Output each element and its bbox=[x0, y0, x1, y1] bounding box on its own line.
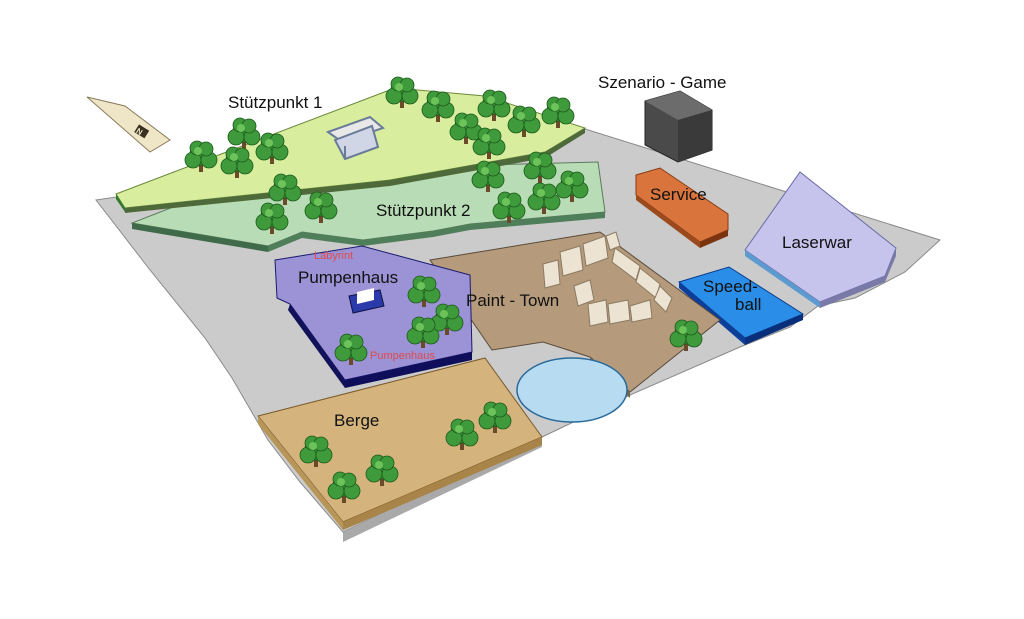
tree-icon bbox=[445, 418, 479, 450]
tree-icon bbox=[492, 191, 526, 223]
label-pumpenhaus: Pumpenhaus bbox=[298, 268, 399, 287]
tree-group bbox=[184, 76, 703, 503]
label-paint-town: Paint - Town bbox=[466, 291, 560, 310]
tree-icon bbox=[268, 173, 302, 205]
label-service: Service bbox=[650, 185, 707, 204]
tree-icon bbox=[669, 319, 703, 351]
tree-icon bbox=[299, 435, 333, 467]
tree-icon bbox=[227, 117, 261, 149]
service-building[interactable] bbox=[635, 167, 729, 248]
area-berge[interactable] bbox=[257, 357, 543, 530]
tree-icon bbox=[255, 202, 289, 234]
tree-icon bbox=[507, 105, 541, 137]
area-speedball[interactable] bbox=[677, 266, 805, 345]
tree-icon bbox=[523, 151, 557, 183]
tree-icon bbox=[555, 170, 589, 202]
label-stuetzpunkt-2: Stützpunkt 2 bbox=[376, 201, 471, 220]
szenario-game-building[interactable] bbox=[644, 90, 713, 163]
tree-icon bbox=[407, 275, 441, 307]
tree-icon bbox=[385, 76, 419, 108]
label-szenario-game: Szenario - Game bbox=[598, 73, 727, 92]
pump-house-icon bbox=[348, 288, 385, 314]
tree-icon bbox=[406, 316, 440, 348]
tree-icon bbox=[527, 182, 561, 214]
tree-icon bbox=[478, 401, 512, 433]
tree-icon bbox=[430, 303, 464, 335]
label-labyrint: Labyrint bbox=[314, 250, 354, 262]
label-speedball-line1: Speed- bbox=[703, 277, 758, 296]
tree-icon bbox=[334, 333, 368, 365]
bunker-icon bbox=[325, 115, 385, 161]
tree-icon bbox=[477, 89, 511, 121]
town-walls-icon bbox=[542, 231, 673, 327]
tree-icon bbox=[184, 140, 218, 172]
tree-icon bbox=[220, 146, 254, 178]
label-berge: Berge bbox=[334, 411, 380, 430]
pond bbox=[516, 357, 628, 423]
tree-icon bbox=[327, 471, 361, 503]
label-pumpenhaus-small: Pumpenhaus bbox=[370, 350, 435, 362]
tree-icon bbox=[472, 127, 506, 159]
tree-icon bbox=[304, 191, 338, 223]
tree-icon bbox=[471, 160, 505, 192]
area-laserwar[interactable] bbox=[744, 171, 897, 308]
tree-icon bbox=[541, 96, 575, 128]
label-laserwar: Laserwar bbox=[782, 233, 852, 252]
label-stuetzpunkt-1: Stützpunkt 1 bbox=[228, 93, 323, 112]
tree-icon bbox=[365, 454, 399, 486]
tree-icon bbox=[421, 90, 455, 122]
compass-letter: N bbox=[134, 126, 144, 137]
label-speedball-line2: ball bbox=[735, 295, 762, 314]
compass-icon: N bbox=[86, 96, 171, 153]
tree-icon bbox=[255, 132, 289, 164]
